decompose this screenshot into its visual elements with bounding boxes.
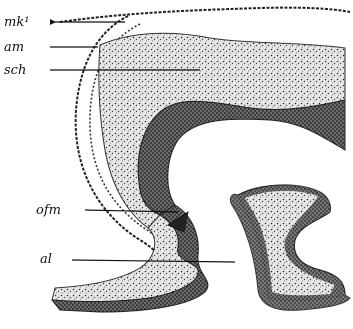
outer-membrane — [60, 8, 350, 22]
arrowhead-mk1 — [50, 19, 56, 25]
label-sch: sch — [4, 63, 26, 78]
label-al: al — [40, 252, 52, 267]
label-am: am — [4, 40, 24, 55]
label-mk1: mk¹ — [4, 15, 29, 30]
label-ofm: ofm — [36, 203, 61, 218]
